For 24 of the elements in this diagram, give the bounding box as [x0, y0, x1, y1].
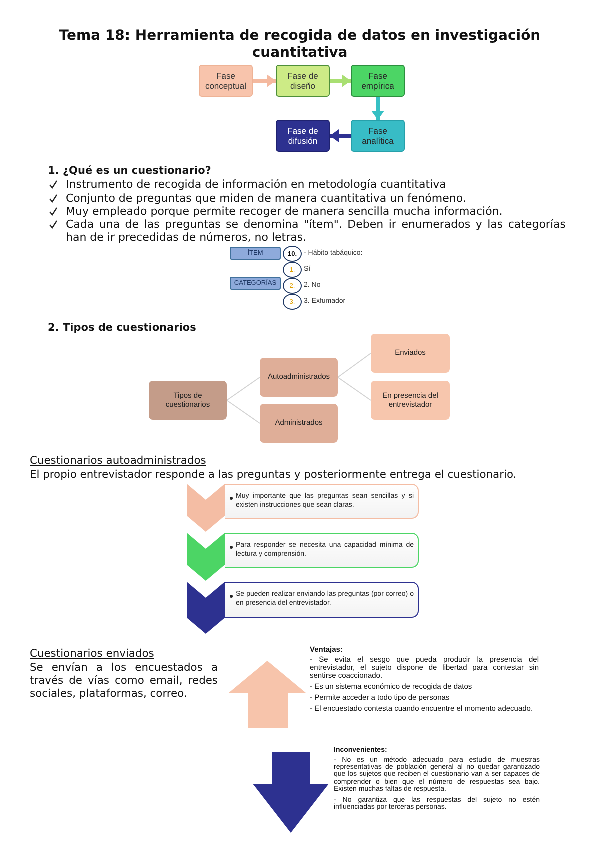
phase-box: Fase de diseño [276, 65, 330, 97]
bullet-text: Conjunto de preguntas que miden de manera cuantitativa un fenómeno. [66, 192, 466, 204]
bullet-text: Instrumento de recogida de información en metodología cuantitativa [66, 178, 446, 191]
paragraph: Se envían a los encuestados a través de vías como email, redes sociales, plataformas, correo. [30, 661, 218, 700]
page-title: Tema 18: Herramienta de recogida de datos en investigación cuantitativa [58, 28, 542, 62]
arrow [330, 130, 351, 142]
bullet-text: Cada una de las preguntas se denomina "ítem". Deben ir enumerados y las categorías han de ir precedidas de números, no letras. [66, 218, 566, 244]
phase-box: Fase conceptual [199, 65, 253, 97]
connector-line [226, 400, 260, 424]
arrow [253, 74, 276, 88]
paragraph: El propio entrevistador responde a las preguntas y posteriormente entrega el cuestionario. [30, 468, 517, 481]
subsection-heading: Cuestionarios enviados [30, 647, 154, 660]
phase-box: Fase de difusión [276, 120, 330, 152]
section-heading: 2. Tipos de cuestionarios [48, 322, 196, 335]
connector-line [338, 377, 372, 401]
connector-line [226, 377, 260, 401]
bullet-text: Muy empleado porque permite recoger de manera sencilla mucha información. [66, 205, 503, 218]
arrow [372, 97, 384, 120]
arrow [330, 74, 351, 88]
phase-box: Fase empírica [351, 65, 405, 97]
subsection-heading: Cuestionarios autoadministrados [30, 454, 206, 467]
connector-line [338, 353, 372, 378]
section-heading: 1. ¿Qué es un cuestionario? [48, 165, 212, 178]
phase-box: Fase analítica [351, 120, 405, 152]
